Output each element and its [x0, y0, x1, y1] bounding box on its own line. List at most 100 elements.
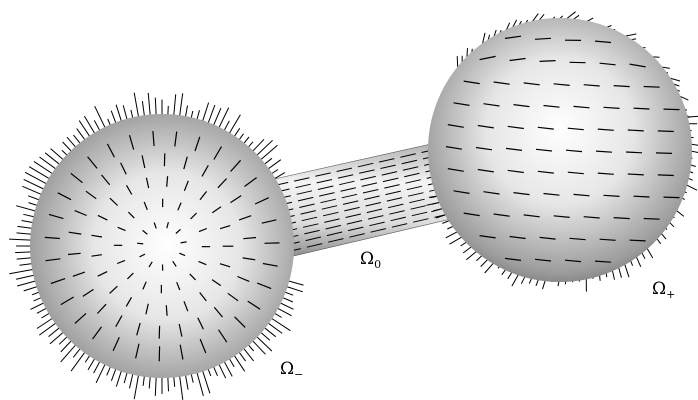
director-dash [219, 263, 231, 268]
director-dash [643, 85, 660, 88]
director-dash [463, 80, 480, 85]
neck-dash [337, 174, 354, 179]
director-dash [238, 215, 252, 221]
neck-dash [359, 169, 375, 174]
director-dash [60, 296, 75, 306]
director-dash [176, 281, 181, 291]
neck-dash [364, 195, 380, 200]
boundary-spike [60, 342, 79, 363]
director-dash [125, 297, 133, 307]
director-dash [597, 172, 614, 175]
neck-dash [321, 205, 338, 210]
director-dash [447, 124, 464, 128]
director-dash [179, 252, 186, 257]
director-dash [534, 37, 552, 40]
director-dash [198, 227, 208, 233]
director-dash [599, 62, 616, 66]
director-dash [553, 83, 570, 86]
neck-dash [301, 216, 318, 222]
director-dash [595, 150, 613, 153]
neck-dash [400, 153, 416, 158]
director-dash [199, 292, 207, 302]
director-dash [142, 229, 148, 235]
neck-dash [299, 203, 315, 208]
director-dash [72, 271, 86, 277]
director-dash [262, 262, 278, 267]
neck-dash [293, 177, 310, 182]
boundary-spike [258, 144, 278, 163]
neck-dash [387, 203, 404, 209]
right-sphere-director-field [445, 35, 680, 263]
director-dash [211, 279, 222, 287]
director-dash [627, 173, 644, 176]
director-dash [505, 147, 523, 151]
director-dash [96, 303, 107, 314]
director-dash [539, 236, 556, 240]
director-dash [234, 316, 246, 328]
neck-dash [370, 228, 387, 233]
director-dash [453, 190, 470, 194]
director-dash [112, 336, 120, 352]
neck-dash [369, 221, 385, 227]
director-dash [48, 213, 64, 220]
director-dash [504, 35, 522, 39]
director-dash [106, 143, 115, 158]
neck-dash [405, 179, 421, 184]
director-dash [483, 103, 500, 107]
director-dash [453, 102, 470, 106]
director-dash [247, 300, 261, 310]
director-dash [479, 235, 496, 239]
neck-dash [302, 223, 319, 228]
neck-dash [306, 243, 323, 248]
neck-dash [300, 210, 316, 215]
boundary-spike [9, 268, 37, 275]
director-dash [627, 129, 644, 132]
director-dash [180, 241, 187, 244]
director-dash [613, 217, 630, 220]
director-dash [625, 151, 643, 154]
director-dash [244, 177, 257, 187]
director-dash [535, 148, 553, 152]
boundary-spike [217, 107, 230, 131]
director-dash [141, 155, 146, 169]
director-dash [463, 212, 480, 217]
neck-dash [336, 167, 353, 172]
neck-dash [324, 218, 340, 223]
director-dash [509, 57, 526, 62]
director-dash [97, 271, 108, 277]
director-dash [213, 146, 223, 160]
director-dash [115, 315, 123, 327]
neck-dash [319, 192, 335, 197]
director-dash [219, 225, 231, 230]
neck-dash [389, 210, 405, 215]
neck-dash [390, 216, 407, 222]
neck-dash [340, 187, 356, 192]
director-dash [603, 106, 620, 109]
director-dash [109, 285, 118, 294]
boundary-spike [268, 316, 291, 332]
director-dash [50, 278, 66, 285]
director-dash [564, 259, 582, 263]
director-dash [190, 212, 198, 220]
neck-body [269, 141, 456, 259]
director-dash [179, 344, 184, 360]
boundary-spike [178, 93, 184, 120]
director-dash [483, 191, 500, 195]
director-dash [597, 128, 614, 131]
neck-dash [320, 198, 336, 204]
neck-dash [304, 229, 320, 235]
boundary-spike [133, 371, 140, 400]
director-dash [174, 131, 178, 147]
director-dash [513, 192, 530, 196]
director-dash [218, 329, 228, 343]
director-dash [211, 206, 222, 214]
neck-dash [346, 220, 363, 225]
director-dash [68, 231, 82, 235]
director-dash [213, 306, 223, 318]
neck-dash [410, 205, 427, 210]
director-dash [523, 214, 540, 218]
neck-dash [380, 164, 396, 169]
director-dash [74, 210, 87, 217]
boundary-spike [133, 92, 140, 121]
director-dash [135, 343, 140, 359]
